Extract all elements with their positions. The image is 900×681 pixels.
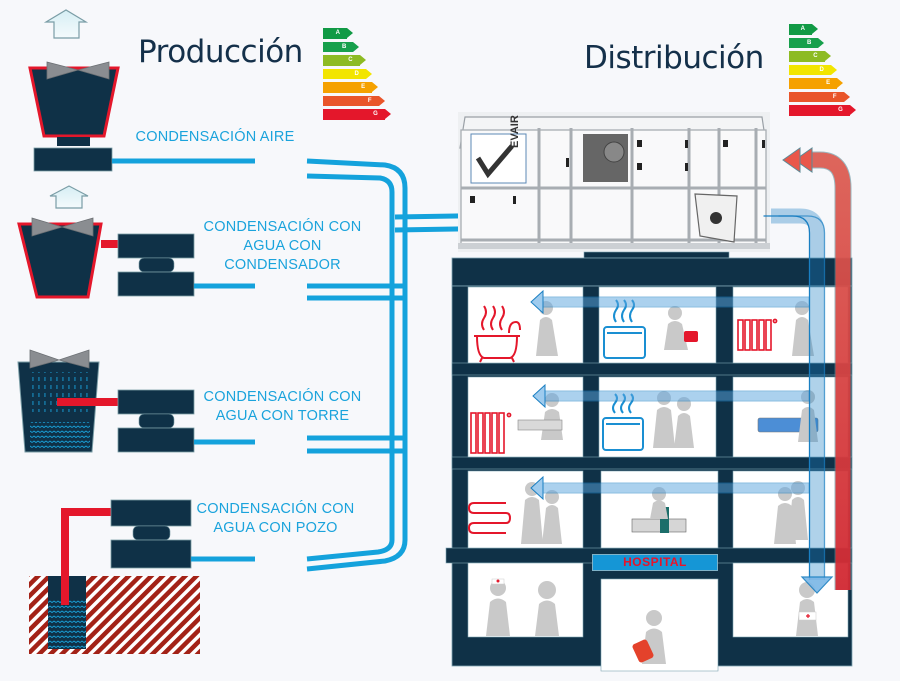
energy-class-a: A [789,24,818,35]
energy-class-a: A [323,28,353,39]
label-water-condenser: CONDENSACIÓN CON AGUA CON CONDENSADOR [195,218,370,275]
label-water-well: CONDENSACIÓN CON AGUA CON POZO [188,500,363,538]
radiator-icon [470,412,512,454]
supply-branch-arrows [530,289,810,501]
cooling-tower-unit-icon [17,349,195,453]
water-condenser-unit-icon [17,185,195,299]
label-line: AGUA CON TORRE [215,408,350,424]
energy-class-b: B [323,41,360,52]
label-line: CONDENSACIÓN CON [203,219,362,235]
label-line: AGUA CON [243,238,322,254]
person-figure [664,306,688,350]
evair-logo: EVAIR [509,115,521,148]
cold-air-supply-duct [763,208,834,594]
energy-class-c: C [789,51,831,62]
label-line: CONDENSACIÓN CON [203,389,362,405]
energy-class-c: C [323,55,366,66]
hot-air-return-duct [782,147,852,590]
branch-arrow-floor-1 [530,475,810,501]
production-heading: Producción [138,34,303,70]
energy-class-f: F [789,91,849,102]
well-water-unit-icon [29,499,200,654]
branch-arrow-floor-2 [532,383,810,409]
energy-class-e: E [323,82,379,93]
distribution-heading: Distribución [584,40,764,76]
hospital-sign: HOSPITAL [592,554,718,571]
radiator-icon [737,318,778,351]
energy-class-d: D [789,64,837,75]
bathtub-heater-icon [474,305,521,363]
underfloor-heating-icon [467,502,512,534]
energy-class-e: E [789,78,844,89]
label-line: CONDENSACIÓN CON [196,501,355,517]
label-line: CONDENSADOR [224,257,341,273]
energy-class-b: B [789,37,825,48]
label-air-condensation: CONDENSACIÓN AIRE [125,128,305,147]
air-handling-unit [458,112,770,252]
label-line: CONDENSACIÓN AIRE [135,129,295,145]
label-water-tower: CONDENSACIÓN CON AGUA CON TORRE [195,388,370,426]
label-line: AGUA CON POZO [213,520,338,536]
energy-class-g: G [323,109,391,120]
energy-class-f: F [323,95,384,106]
energy-class-g: G [789,105,856,116]
person-figure [535,581,559,636]
energy-class-d: D [323,68,372,79]
branch-arrow-floor-3 [530,289,810,315]
air-cooled-unit-icon [28,9,120,172]
